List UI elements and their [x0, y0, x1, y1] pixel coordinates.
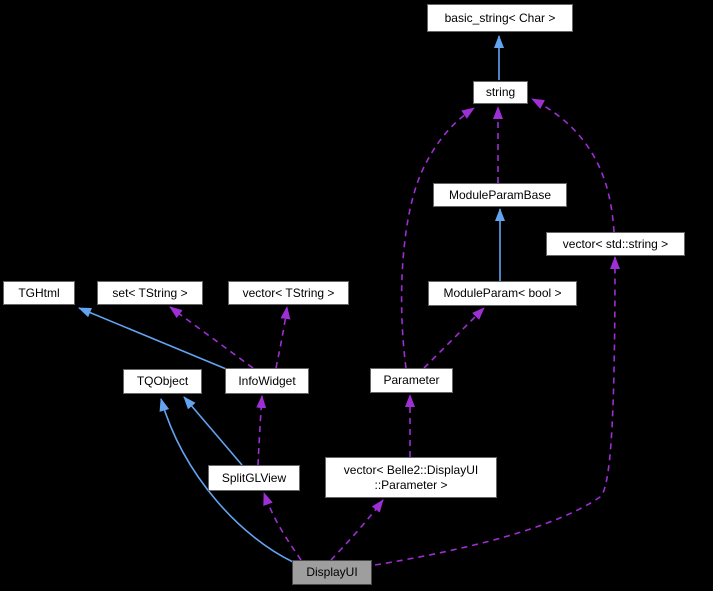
node-label-line1: vector< Belle2::DisplayUI	[343, 462, 479, 477]
node-basic-string[interactable]: basic_string< Char >	[427, 4, 573, 32]
node-label: set< TString >	[112, 285, 188, 300]
node-infowidget[interactable]: InfoWidget	[225, 368, 309, 394]
node-label: vector< TString >	[242, 285, 335, 300]
node-parameter[interactable]: Parameter	[370, 368, 453, 393]
node-label: basic_string< Char >	[444, 10, 556, 25]
node-label: InfoWidget	[238, 373, 296, 388]
edge-vector-std-string-to-string	[531, 98, 615, 233]
node-vector-belle2-parameter[interactable]: vector< Belle2::DisplayUI ::Parameter >	[325, 457, 497, 498]
edge-displayui-to-splitglview	[263, 492, 302, 561]
edge-splitglview-to-tqobject	[183, 396, 243, 466]
node-moduleparam-bool[interactable]: ModuleParam< bool >	[428, 281, 577, 306]
node-label: vector< std::string >	[562, 236, 669, 251]
node-label: SplitGLView	[221, 470, 287, 485]
node-splitglview[interactable]: SplitGLView	[208, 465, 300, 491]
node-label: TQObject	[136, 374, 189, 388]
node-set-tstring[interactable]: set< TString >	[97, 281, 203, 305]
node-label: Parameter	[383, 373, 440, 387]
node-label: ModuleParamBase	[448, 187, 552, 202]
node-label: ModuleParam< bool >	[443, 286, 562, 300]
node-label: DisplayUI	[306, 565, 358, 579]
edge-displayui-to-tqobject	[159, 398, 294, 563]
edge-infowidget-to-tghtml	[78, 307, 232, 372]
edge-parameter-to-moduleparam-bool	[423, 307, 485, 369]
node-displayui[interactable]: DisplayUI	[292, 560, 372, 585]
node-string[interactable]: string	[473, 81, 528, 104]
edge-displayui-to-vector-std-string	[374, 256, 620, 566]
node-label: string	[485, 85, 516, 99]
node-moduleparambase[interactable]: ModuleParamBase	[433, 183, 567, 207]
edge-displayui-to-vector-belle2-parameter	[330, 499, 384, 561]
node-label: TGHtml	[18, 285, 60, 300]
edge-infowidget-to-set-tstring	[169, 306, 254, 369]
edge-infowidget-to-vector-tstring	[275, 306, 291, 369]
edge-splitglview-to-infowidget	[256, 395, 267, 466]
node-tqobject[interactable]: TQObject	[123, 369, 202, 394]
node-vector-std-string[interactable]: vector< std::string >	[546, 232, 685, 256]
node-vector-tstring[interactable]: vector< TString >	[228, 281, 349, 305]
node-label-line2: ::Parameter >	[374, 477, 448, 492]
node-tghtml[interactable]: TGHtml	[3, 281, 75, 305]
